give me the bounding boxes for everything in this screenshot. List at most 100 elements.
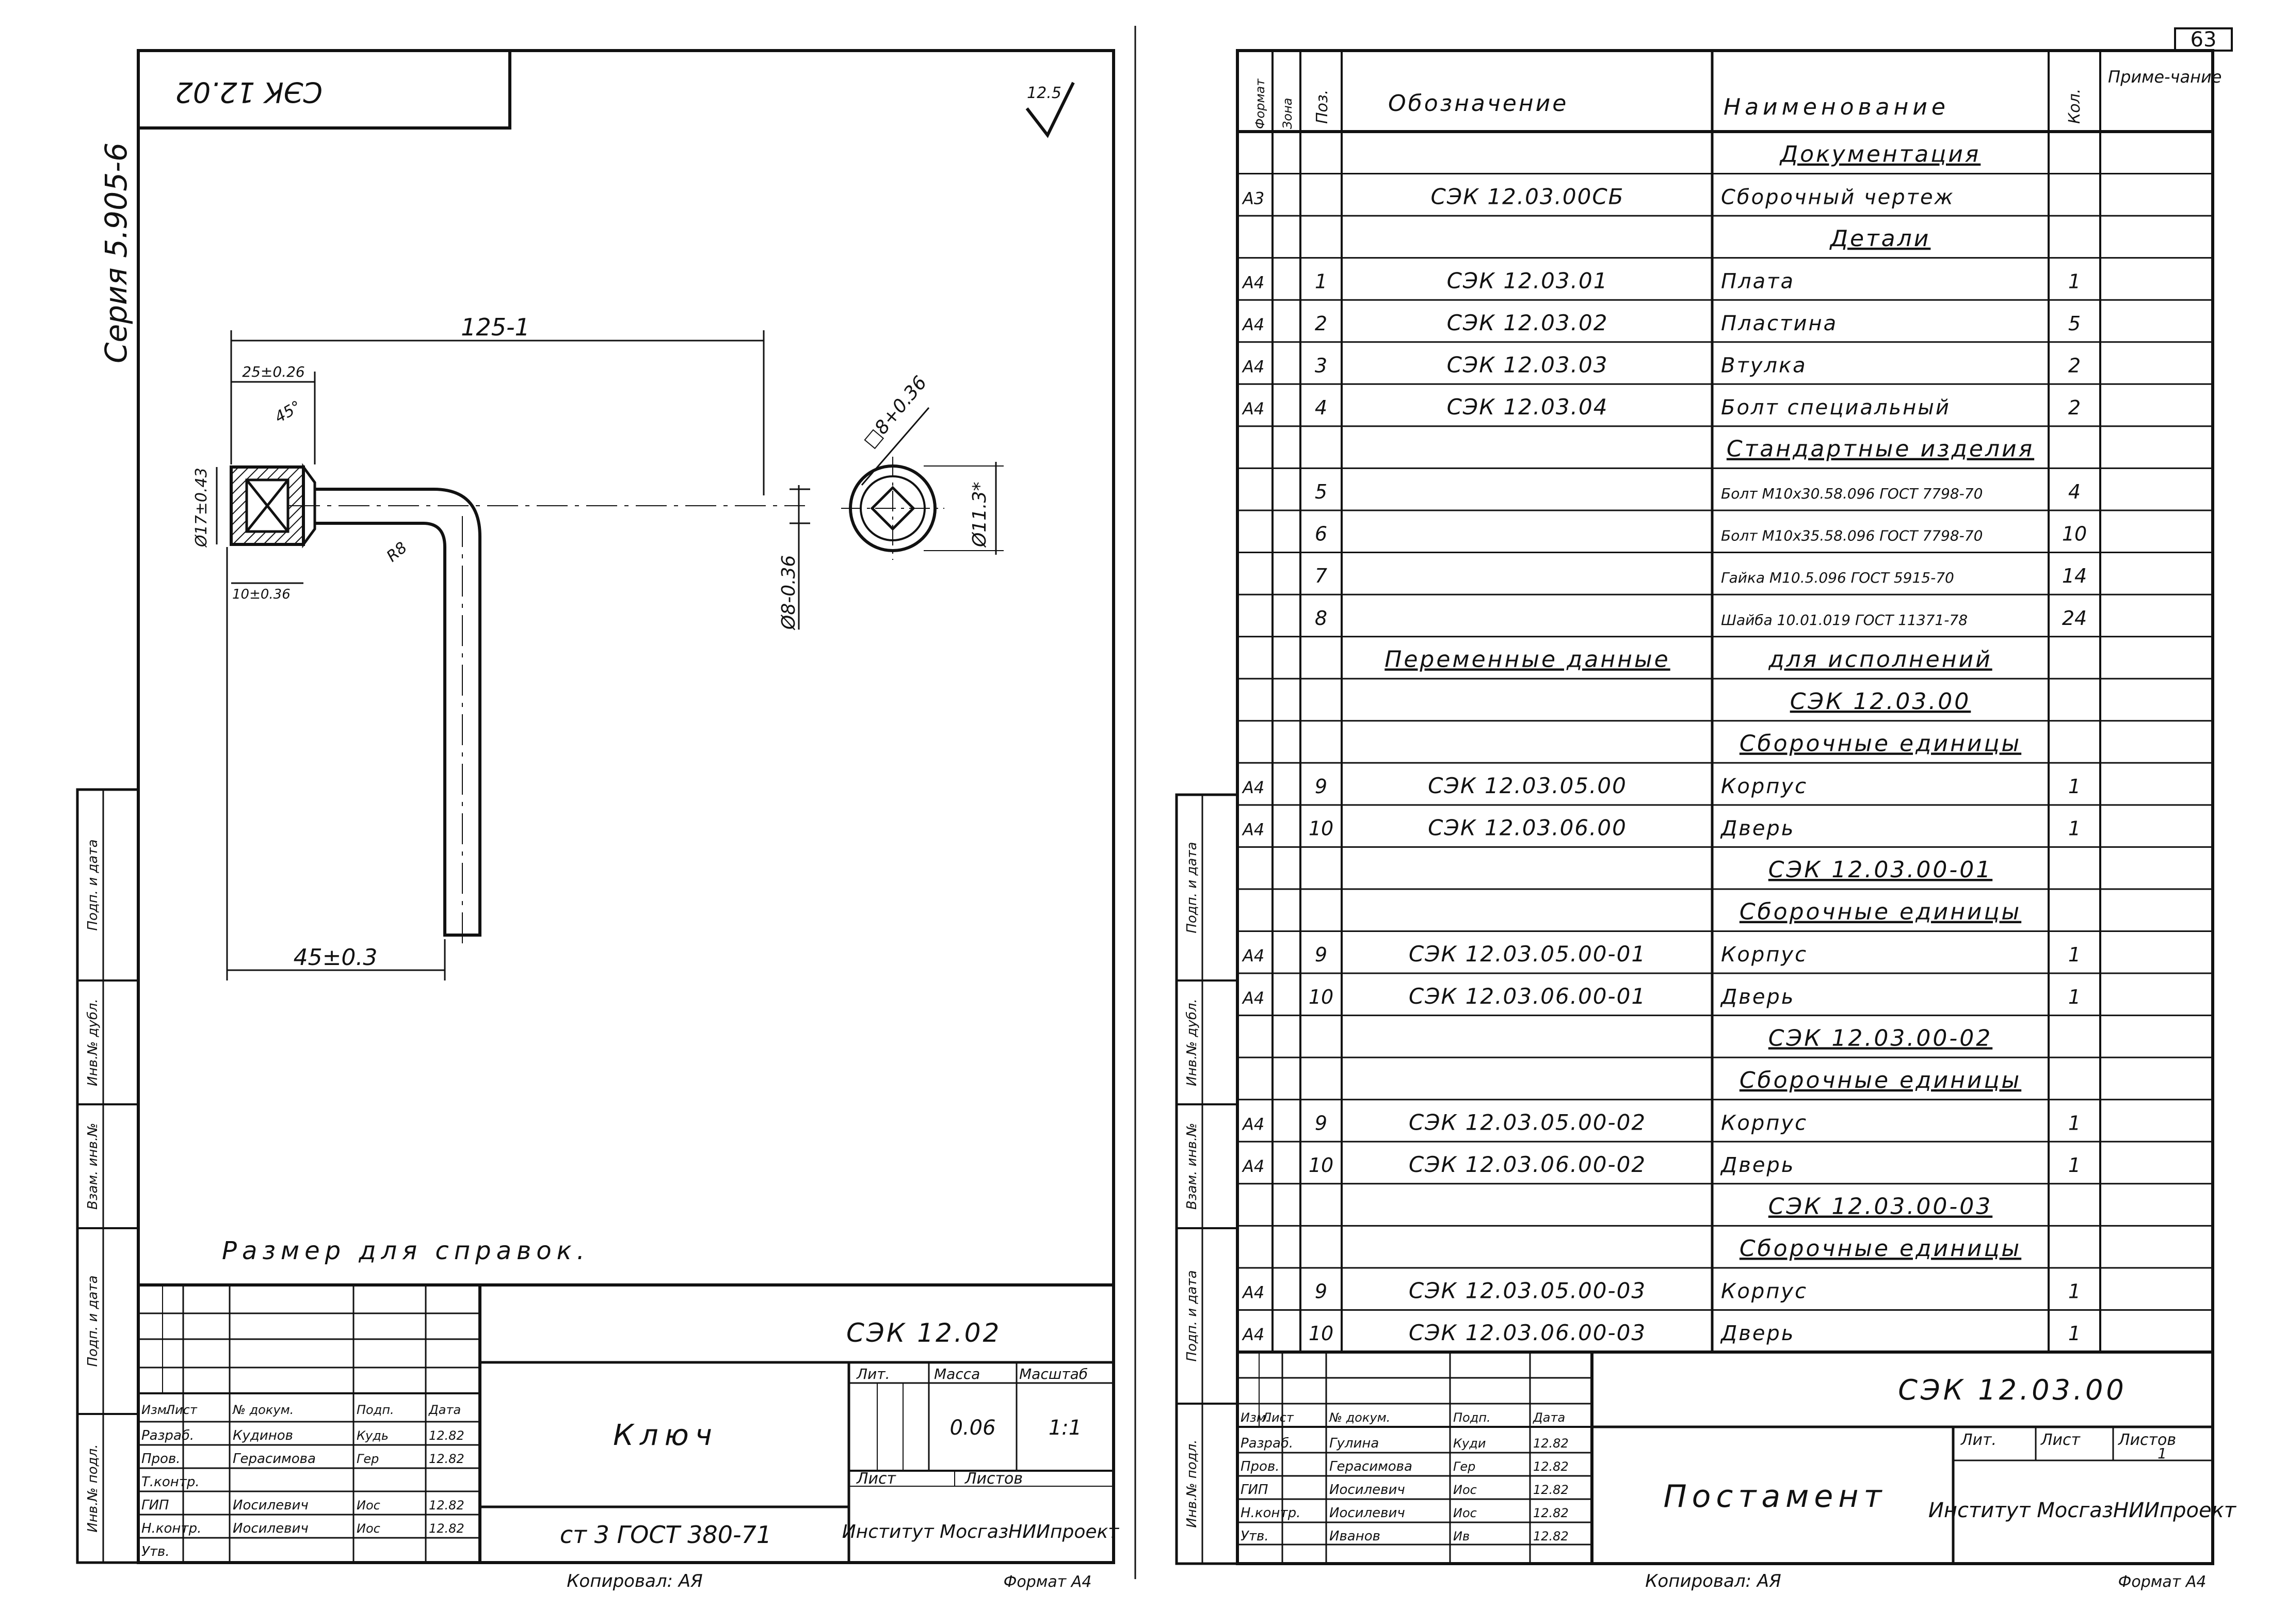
row-name: Плата: [1721, 269, 1795, 293]
section-heading: СЭК 12.03.00-01: [1768, 857, 1992, 883]
tb-signature: Гер: [357, 1452, 379, 1466]
left-texts: СЭК 12.02 Серия 5.905-6 12.5 125-1 25±0.…: [85, 76, 1119, 1591]
row-position: 9: [1315, 775, 1327, 798]
row-name: Болт специальный: [1721, 396, 1951, 420]
section-heading: Сборочные единицы: [1740, 1235, 2021, 1262]
row-designation: СЭК 12.03.05.00-03: [1409, 1278, 1646, 1304]
row-format: А4: [1242, 946, 1264, 966]
right-sheets: 1: [2158, 1445, 2167, 1462]
row-name: Гайка М10.5.096 ГОСТ 5915-70: [1721, 569, 1954, 586]
row-designation: СЭК 12.03.06.00-03: [1409, 1320, 1646, 1345]
row-designation: СЭК 12.03.06.00-01: [1409, 984, 1646, 1009]
dim-short-arm: 45±0.3: [294, 944, 378, 971]
left-copied: Копировал: АЯ: [567, 1571, 702, 1591]
right-sheet: [1134, 26, 2233, 1579]
right-lit-label: Лит.: [1960, 1431, 1997, 1449]
tb-header: Лист: [165, 1403, 198, 1417]
row-designation: СЭК 12.03.05.00-02: [1409, 1110, 1646, 1135]
tb-signature: Ив: [1453, 1529, 1470, 1543]
tb-date: 12.82: [1533, 1459, 1569, 1474]
left-material: ст 3 ГОСТ 380-71: [560, 1521, 771, 1549]
tb-header: Дата: [1533, 1410, 1565, 1425]
page-number-box: [2174, 27, 2233, 52]
tb-name: Гулина: [1329, 1436, 1379, 1451]
row-designation: Переменные данные: [1384, 646, 1670, 672]
tb-role: Пров.: [141, 1451, 181, 1467]
tb-role: Утв.: [1241, 1529, 1269, 1544]
tb-signature: Кудь: [357, 1428, 389, 1443]
row-position: 9: [1315, 1280, 1327, 1303]
tb-signature: Иос: [1453, 1483, 1477, 1497]
spec-table-grid: [1237, 51, 2213, 1352]
row-position: 8: [1315, 607, 1327, 630]
key-section-view: [841, 407, 1004, 560]
tb-name: Герасимова: [1329, 1459, 1412, 1474]
section-heading: СЭК 12.03.00: [1790, 688, 1971, 715]
tb-name: Иосилевич: [1329, 1505, 1405, 1521]
dim-outer-dia: Ø11.3*: [969, 482, 990, 549]
row-designation: СЭК 12.03.06.00: [1428, 815, 1627, 841]
row-name: Корпус: [1721, 1111, 1808, 1135]
tb-signature: Куди: [1453, 1436, 1486, 1451]
section-heading: Стандартные изделия: [1727, 436, 2034, 462]
row-quantity: 1: [2068, 1322, 2081, 1345]
dim-length: 125-1: [461, 313, 530, 341]
dim-square: □8+0.36: [859, 372, 931, 452]
corner-stamp-box: [137, 49, 511, 130]
roughness-value: 12.5: [1027, 84, 1061, 102]
side-label: Подп. и дата: [1184, 842, 1200, 933]
side-label: Инв.№ подл.: [85, 1444, 101, 1532]
right-title-block: [1236, 1350, 2214, 1565]
row-name: Корпус: [1721, 1280, 1808, 1304]
section-heading: СЭК 12.03.00-03: [1768, 1194, 1992, 1220]
side-label: Взам. инв.№: [85, 1123, 101, 1210]
row-designation: СЭК 12.03.01: [1447, 268, 1608, 293]
section-heading: Сборочные единицы: [1740, 1067, 2021, 1094]
row-format: А4: [1242, 315, 1264, 334]
tb-name: Иосилевич: [233, 1521, 309, 1536]
row-name: Дверь: [1720, 985, 1795, 1009]
tb-role: Утв.: [141, 1544, 170, 1559]
tb-role: ГИП: [141, 1498, 169, 1513]
row-position: 10: [1309, 817, 1333, 840]
section-heading: Сборочные единицы: [1740, 730, 2021, 757]
row-format: А4: [1242, 399, 1264, 419]
right-format: Формат А4: [2118, 1573, 2207, 1591]
section-heading: для исполнений: [1768, 646, 1992, 672]
hdr-note: Приме-чание: [2108, 67, 2221, 87]
right-sheet-label: Лист: [2040, 1431, 2081, 1449]
tb-header: Дата: [428, 1403, 461, 1417]
row-name: Дверь: [1720, 1153, 1795, 1177]
tb-name: Герасимова: [233, 1451, 316, 1467]
row-name: Пластина: [1721, 312, 1838, 335]
row-format: А3: [1242, 188, 1264, 208]
row-format: А4: [1242, 357, 1264, 376]
tb-signature: Иос: [357, 1521, 380, 1536]
row-position: 10: [1309, 986, 1333, 1008]
section-heading: СЭК 12.03.00-02: [1768, 1025, 1992, 1051]
left-side-strip: [76, 788, 140, 1564]
row-position: 2: [1315, 312, 1327, 335]
row-quantity: 2: [2068, 396, 2081, 419]
tb-header: Лист: [1262, 1410, 1294, 1425]
row-designation: СЭК 12.03.05.00: [1428, 773, 1627, 798]
row-position: 9: [1315, 943, 1327, 966]
key-part: [230, 463, 805, 950]
row-position: 7: [1315, 565, 1327, 587]
tb-role: Т.контр.: [141, 1474, 200, 1490]
row-format: А4: [1242, 988, 1264, 1008]
tb-header: Изм.: [141, 1403, 170, 1417]
tb-signature: Гер: [1453, 1459, 1475, 1474]
left-scale: 1:1: [1049, 1416, 1082, 1440]
tb-header: № докум.: [1328, 1410, 1390, 1425]
tb-name: Иосилевич: [1329, 1482, 1405, 1498]
tb-header: № докум.: [232, 1403, 294, 1417]
tb-signature: Иос: [1453, 1506, 1477, 1520]
row-format: А4: [1242, 1283, 1264, 1303]
row-quantity: 1: [2068, 270, 2081, 293]
tb-date: 12.82: [1533, 1483, 1569, 1497]
section-heading: Сборочные единицы: [1740, 899, 2021, 925]
